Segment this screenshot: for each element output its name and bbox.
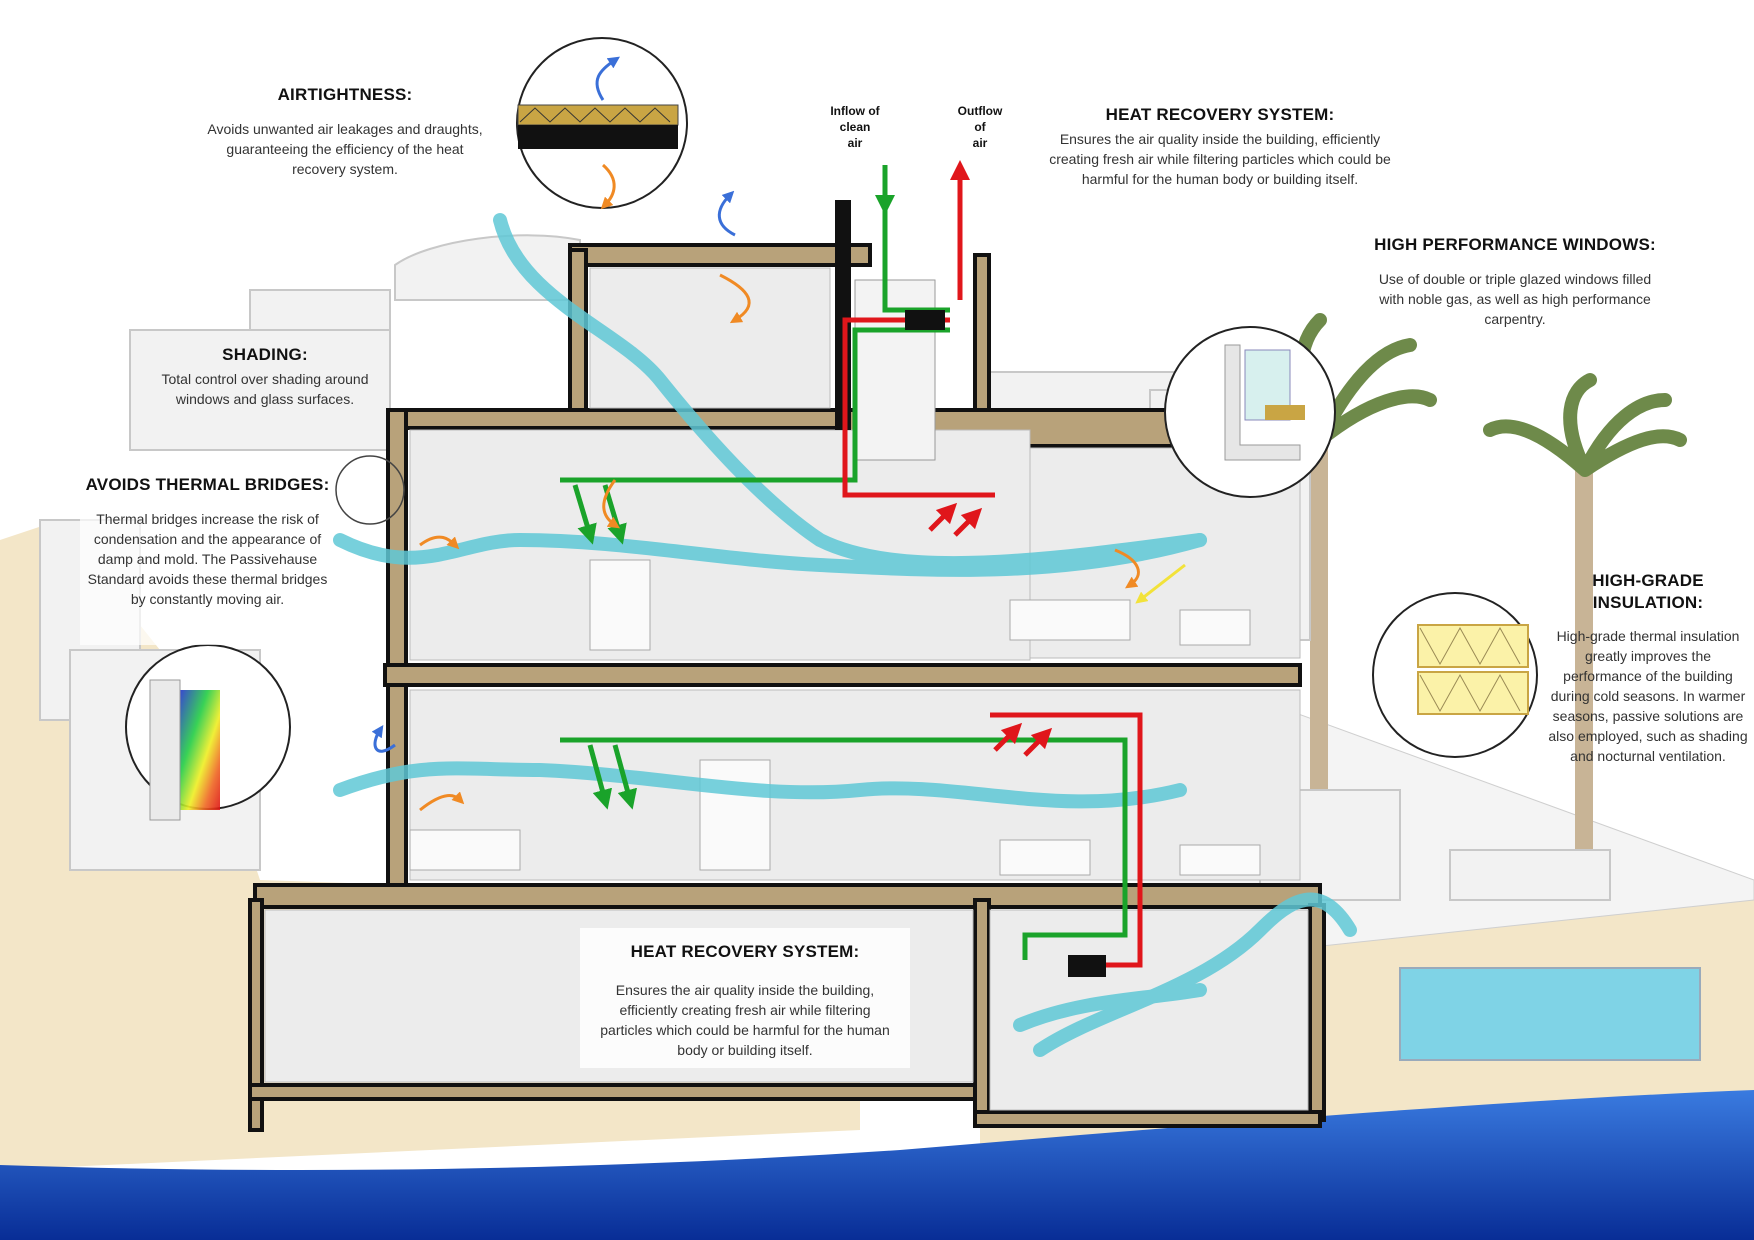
insulation-title-line1: HIGH-GRADE bbox=[1592, 571, 1704, 590]
insulation-body: High-grade thermal insulation greatly im… bbox=[1548, 628, 1748, 764]
outflow-label: Outflow of air bbox=[945, 103, 1015, 151]
shading-body: Total control over shading around window… bbox=[161, 371, 369, 407]
inflow-label: Inflow of clean air bbox=[820, 103, 890, 151]
window-profile-icon bbox=[1164, 326, 1336, 498]
heat-recovery-top-label: HEAT RECOVERY SYSTEM: Ensures the air qu… bbox=[1035, 105, 1405, 189]
insulation-title: HIGH-GRADE INSULATION: bbox=[1548, 570, 1748, 614]
shading-label: SHADING: Total control over shading arou… bbox=[150, 345, 380, 409]
heat-recovery-top-body: Ensures the air quality inside the build… bbox=[1049, 131, 1391, 187]
outflow-duct bbox=[842, 160, 1143, 968]
outflow-label-line2: of bbox=[974, 120, 986, 134]
thermal-bridges-title: AVOIDS THERMAL BRIDGES: bbox=[85, 475, 330, 494]
thermal-bridges-body: Thermal bridges increase the risk of con… bbox=[87, 511, 328, 607]
heat-recovery-unit bbox=[1068, 955, 1106, 977]
ventilation-shaft bbox=[854, 279, 936, 461]
warm-air-arrows bbox=[419, 273, 1140, 812]
cool-air-arrows bbox=[371, 190, 736, 753]
heat-recovery-bottom-panel bbox=[580, 928, 910, 1068]
airtightness-label: AIRTIGHTNESS: Avoids unwanted air leakag… bbox=[200, 85, 490, 179]
airtightness-title: AIRTIGHTNESS: bbox=[277, 85, 413, 104]
thermal-bridges-label: AVOIDS THERMAL BRIDGES: Thermal bridges … bbox=[85, 475, 330, 609]
thermal-bridges-panel bbox=[80, 465, 330, 645]
airtightness-body: Avoids unwanted air leakages and draught… bbox=[207, 121, 483, 177]
ground-terrain-right bbox=[980, 900, 1754, 1150]
furniture bbox=[409, 559, 1261, 876]
inflow-label-line2: clean bbox=[839, 120, 871, 134]
thermal-map-icon bbox=[125, 644, 291, 821]
insulation-layers-icon bbox=[1372, 592, 1538, 758]
swimming-pool bbox=[1399, 967, 1701, 1061]
insulation-label: HIGH-GRADE INSULATION: High-grade therma… bbox=[1548, 570, 1748, 766]
insulation-title-line2: INSULATION: bbox=[1592, 593, 1704, 612]
heat-recovery-top-title: HEAT RECOVERY SYSTEM: bbox=[1105, 105, 1335, 124]
airflow-streams bbox=[333, 213, 1357, 1057]
windows-body: Use of double or triple glazed windows f… bbox=[1378, 271, 1652, 327]
palm-tree-icon bbox=[1483, 373, 1687, 890]
windows-title: HIGH PERFORMANCE WINDOWS: bbox=[1374, 235, 1656, 254]
inflow-label-line3: air bbox=[847, 136, 863, 150]
outflow-label-line1: Outflow bbox=[957, 104, 1003, 118]
windows-label: HIGH PERFORMANCE WINDOWS: Use of double … bbox=[1370, 235, 1660, 329]
shading-title: SHADING: bbox=[222, 345, 308, 364]
sun-ray bbox=[1135, 563, 1186, 604]
outflow-label-line3: air bbox=[972, 136, 988, 150]
heat-recovery-bottom-label: HEAT RECOVERY SYSTEM: Ensures the air qu… bbox=[595, 942, 895, 1060]
thermal-bridge-detail-circle bbox=[335, 455, 405, 525]
roof-layers-icon bbox=[516, 37, 688, 210]
heat-recovery-bottom-body: Ensures the air quality inside the build… bbox=[600, 982, 890, 1058]
heat-recovery-unit bbox=[905, 310, 945, 330]
inflow-label-line1: Inflow of bbox=[830, 104, 880, 118]
heat-recovery-bottom-title: HEAT RECOVERY SYSTEM: bbox=[630, 942, 860, 961]
